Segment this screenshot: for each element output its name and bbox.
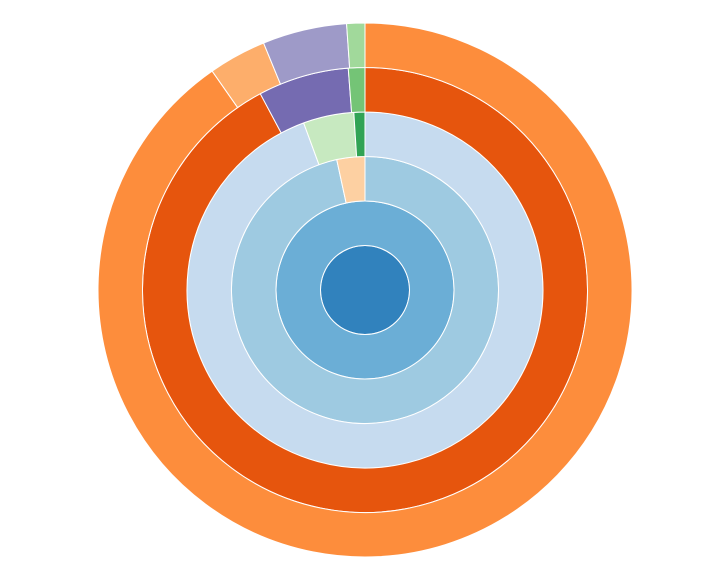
ring-4-segment-3[interactable]	[347, 66, 366, 114]
sunburst-rings	[97, 22, 633, 558]
ring-5-segment-4[interactable]	[346, 22, 366, 69]
ring-5-segment-1[interactable]	[97, 22, 633, 558]
